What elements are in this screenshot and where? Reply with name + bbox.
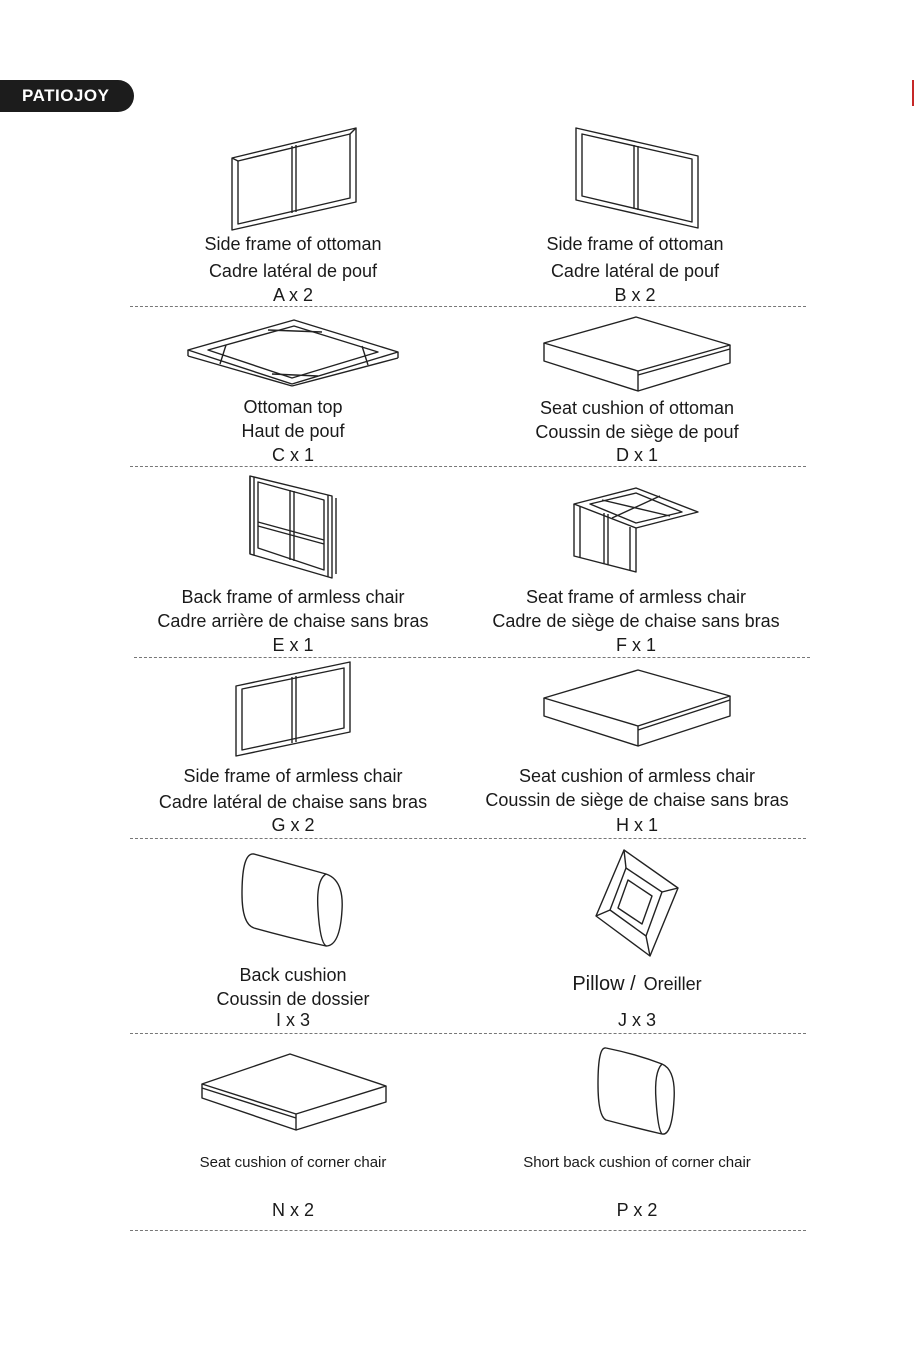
part-p-labels: Short back cushion of corner chair	[492, 1152, 782, 1174]
part-j-qty: J x 3	[617, 1010, 656, 1030]
row-divider	[130, 1230, 806, 1231]
part-d-name-fr: Coussin de siège de pouf	[535, 422, 739, 442]
row-divider	[134, 657, 810, 658]
part-g-qty: G x 2	[271, 815, 315, 835]
part-c-name-fr: Haut de pouf	[241, 421, 345, 441]
part-c-name-en: Ottoman top	[243, 397, 343, 417]
part-g-name-fr: Cadre latéral de chaise sans bras	[158, 792, 428, 812]
part-b-name-fr: Cadre latéral de pouf	[550, 261, 720, 281]
part-f-qty: F x 1	[615, 635, 656, 655]
part-d-labels: Seat cushion of ottoman Coussin de siège…	[492, 396, 782, 444]
row-divider	[130, 306, 806, 307]
part-g-labels: Side frame of armless chair Cadre latéra…	[140, 764, 446, 814]
part-n-labels: Seat cushion of corner chair	[150, 1152, 436, 1174]
part-p-name-en: Short back cushion of corner chair	[523, 1154, 751, 1171]
part-c-qty: C x 1	[271, 445, 314, 465]
part-b-labels: Side frame of ottoman Cadre latéral de p…	[492, 232, 778, 283]
part-a-labels: Side frame of ottoman Cadre latéral de p…	[150, 232, 436, 283]
row-divider	[130, 838, 806, 839]
part-d-qty: D x 1	[615, 445, 658, 465]
part-a-name-en: Side frame of ottoman	[204, 234, 382, 254]
part-a-illustration	[230, 126, 358, 231]
part-p-qty: P x 2	[616, 1200, 658, 1220]
part-h-name-fr: Coussin de siège de chaise sans bras	[485, 790, 789, 810]
part-i-name-en: Back cushion	[239, 965, 347, 985]
part-i-qty: I x 3	[275, 1010, 310, 1030]
part-i-name-fr: Coussin de dossier	[216, 989, 370, 1009]
part-h-name-en: Seat cushion of armless chair	[518, 766, 756, 786]
part-h-labels: Seat cushion of armless chair Coussin de…	[466, 764, 808, 812]
part-a-name-fr: Cadre latéral de pouf	[208, 261, 378, 281]
part-a-qty: A x 2	[272, 285, 314, 305]
part-i-illustration	[240, 850, 346, 950]
row-divider	[130, 466, 806, 467]
part-n-name-en: Seat cushion of corner chair	[199, 1154, 387, 1171]
part-g-name-en: Side frame of armless chair	[183, 766, 403, 786]
part-c-labels: Ottoman top Haut de pouf	[150, 395, 436, 443]
part-b-name-en: Side frame of ottoman	[546, 234, 724, 254]
part-f-labels: Seat frame of armless chair Cadre de siè…	[474, 585, 798, 633]
row-divider	[130, 1033, 806, 1034]
part-e-name-en: Back frame of armless chair	[181, 587, 405, 607]
part-j-name-en: Pillow /	[572, 973, 636, 995]
part-e-illustration	[246, 474, 340, 580]
part-g-illustration	[234, 660, 352, 758]
part-f-illustration	[572, 486, 700, 573]
brand-logo: PATIOJOY	[0, 80, 134, 112]
edge-mark	[912, 80, 914, 106]
part-j-name-fr: Oreiller	[643, 974, 702, 994]
part-f-name-en: Seat frame of armless chair	[525, 587, 747, 607]
part-j-labels: Pillow / Oreiller	[492, 973, 782, 996]
part-c-illustration	[186, 318, 400, 387]
part-p-illustration	[596, 1044, 678, 1138]
part-e-name-fr: Cadre arrière de chaise sans bras	[157, 611, 429, 631]
part-j-illustration	[594, 848, 680, 958]
part-b-illustration	[574, 126, 700, 230]
part-h-illustration	[542, 668, 732, 748]
part-h-qty: H x 1	[615, 815, 658, 835]
part-n-qty: N x 2	[271, 1200, 314, 1220]
part-n-illustration	[200, 1052, 388, 1132]
part-f-name-fr: Cadre de siège de chaise sans bras	[492, 611, 780, 631]
part-b-qty: B x 2	[614, 285, 656, 305]
part-e-labels: Back frame of armless chair Cadre arrièr…	[140, 585, 446, 633]
part-i-labels: Back cushion Coussin de dossier	[150, 963, 436, 1011]
part-d-name-en: Seat cushion of ottoman	[539, 398, 735, 418]
part-d-illustration	[542, 315, 732, 393]
part-e-qty: E x 1	[272, 635, 314, 655]
